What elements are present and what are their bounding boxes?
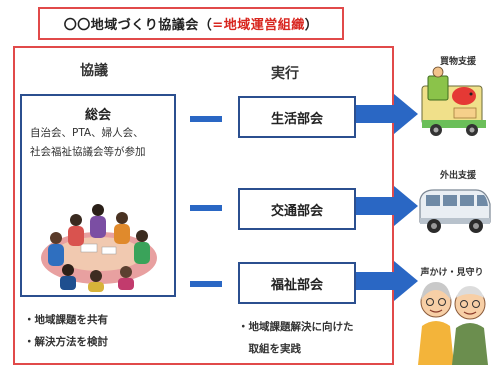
support-label-3: 声かけ・見守り xyxy=(420,268,484,278)
organization-title: 〇〇地域づくり協議会（=地域運営組織） xyxy=(38,7,344,40)
connector-line-3 xyxy=(190,281,222,287)
execution-bullet-1: ・地域課題解決に向けた xyxy=(238,321,354,333)
connector-line-1 xyxy=(190,116,222,122)
elderly-couple-icon xyxy=(418,282,488,365)
general-meeting-box: 総会 自治会、PTA、婦人会、 社会福祉協議会等が参加 xyxy=(20,94,176,297)
department-box-2: 交通部会 xyxy=(238,188,356,230)
arrow-icon-2 xyxy=(356,186,418,226)
execution-bullet-2: 取組を実践 xyxy=(238,343,301,355)
arrow-icon-3 xyxy=(356,261,418,301)
general-meeting-title: 総会 xyxy=(84,108,111,123)
arrow-icon-1 xyxy=(356,94,418,134)
title-prefix: 〇〇地域づくり協議会（ xyxy=(63,18,213,33)
connector-line-2 xyxy=(190,205,222,211)
council-bullet-2: ・解決方法を検討 xyxy=(24,336,108,348)
department-label-1: 生活部会 xyxy=(270,111,323,127)
council-heading: 協議 xyxy=(80,63,108,79)
execution-heading: 実行 xyxy=(271,66,299,82)
support-label-1: 買物支援 xyxy=(439,57,476,67)
title-highlight: =地域運営組織 xyxy=(212,18,305,33)
meeting-illustration xyxy=(41,204,157,292)
general-meeting-description: 自治会、PTA、婦人会、 社会福祉協議会等が参加 xyxy=(30,127,146,158)
department-box-1: 生活部会 xyxy=(238,96,356,138)
delivery-truck-icon xyxy=(421,66,486,136)
department-label-3: 福祉部会 xyxy=(270,277,323,293)
council-bullet-1: ・地域課題を共有 xyxy=(24,314,108,326)
department-box-3: 福祉部会 xyxy=(238,262,356,304)
support-label-2: 外出支援 xyxy=(439,171,476,181)
title-suffix: ） xyxy=(304,18,319,33)
van-icon xyxy=(419,189,491,233)
department-label-2: 交通部会 xyxy=(270,203,323,219)
